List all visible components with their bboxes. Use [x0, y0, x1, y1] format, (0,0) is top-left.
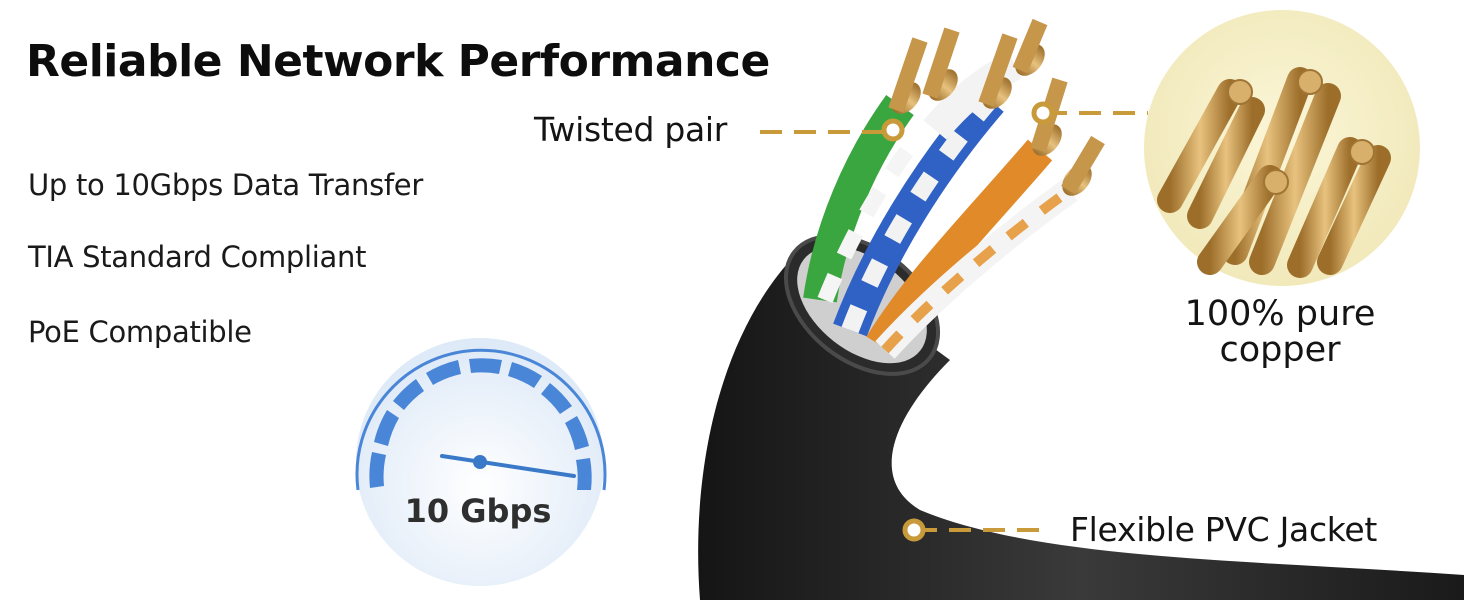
copper-strands-icon — [1144, 10, 1420, 286]
feature-item-speed: Up to 10Gbps Data Transfer — [28, 168, 423, 202]
callout-dot-copper — [1031, 101, 1055, 125]
callout-dots — [881, 101, 1055, 542]
feature-item-poe: PoE Compatible — [28, 315, 252, 349]
speed-gauge-icon — [355, 338, 607, 586]
copper-label: 100% pure copper — [1184, 294, 1376, 370]
callout-dot-jacket — [902, 518, 926, 542]
twisted-pairs — [803, 18, 1105, 359]
page-title: Reliable Network Performance — [26, 36, 770, 87]
callout-dot-twisted-pair — [881, 118, 905, 142]
leader-lines — [760, 111, 1148, 532]
feature-item-standard: TIA Standard Compliant — [28, 240, 367, 274]
twisted-pair-label: Twisted pair — [534, 110, 728, 149]
pvc-jacket-label: Flexible PVC Jacket — [1070, 510, 1378, 549]
gauge-speed-label: 10 Gbps — [404, 492, 552, 530]
